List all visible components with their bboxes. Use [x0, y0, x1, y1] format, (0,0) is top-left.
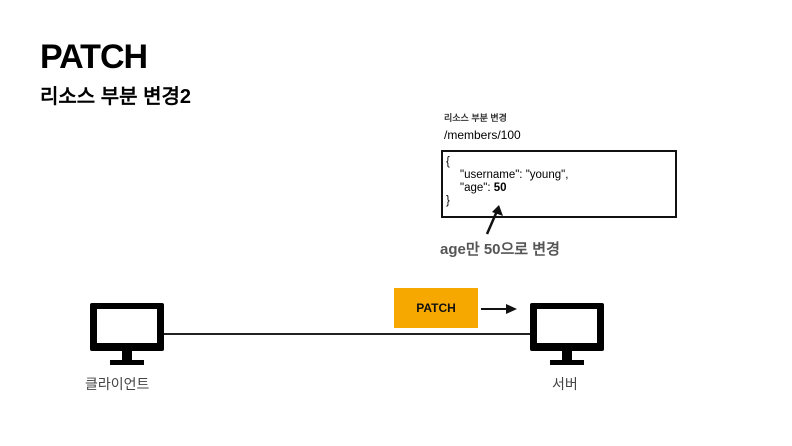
annotation-arrow-line	[485, 210, 499, 235]
client-label: 클라이언트	[85, 376, 150, 392]
json-age-line: "age": 50	[446, 182, 675, 195]
json-age-key: "age":	[460, 182, 494, 194]
server-label: 서버	[552, 376, 578, 392]
json-close-brace: }	[446, 195, 450, 207]
request-caption: 리소스 부분 변경	[444, 113, 507, 123]
client-monitor-icon	[90, 303, 164, 365]
slide-title: PATCH	[40, 38, 148, 76]
request-arrow-head	[506, 304, 517, 314]
age-change-annotation: age만 50으로 변경	[440, 241, 560, 258]
server-monitor-icon	[530, 303, 604, 365]
request-path: /members/100	[444, 128, 521, 142]
json-username-line: "username": "young",	[460, 169, 569, 181]
slide-subtitle: 리소스 부분 변경2	[40, 86, 192, 108]
json-age-value: 50	[493, 182, 507, 194]
json-open-brace: {	[446, 156, 450, 168]
patch-method-tag: PATCH	[394, 288, 478, 328]
annotation-arrow-head	[492, 205, 503, 216]
request-body-box: { "username": "young", "age": 50 }	[441, 150, 677, 218]
